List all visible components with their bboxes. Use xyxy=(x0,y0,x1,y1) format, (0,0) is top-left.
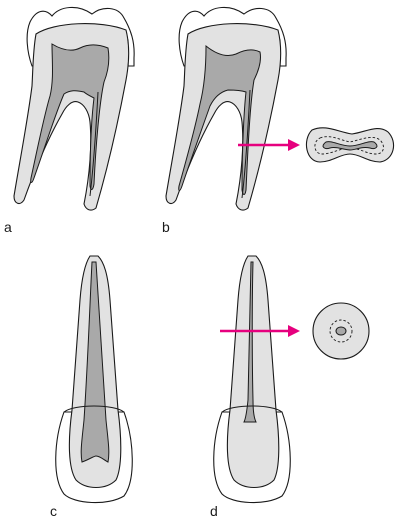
panel-a-molar: a xyxy=(4,6,135,235)
panel-c-incisor: c xyxy=(50,255,133,518)
panel-a-label: a xyxy=(4,219,12,235)
panel-b-label: b xyxy=(162,219,170,235)
incisor-d-crown-line xyxy=(221,405,283,413)
incisor-d-pulp xyxy=(243,261,257,423)
cross-section-b xyxy=(305,127,395,163)
cross-section-b-outline xyxy=(305,127,395,163)
section-arrow-d xyxy=(220,325,300,337)
panel-c-label: c xyxy=(50,503,57,518)
panel-b-molar: b xyxy=(162,6,395,235)
molar-b-pulp xyxy=(178,44,261,195)
molar-a-canal-line xyxy=(89,91,99,197)
cross-section-b-dashed xyxy=(314,136,384,155)
section-arrow-b xyxy=(238,139,300,151)
panel-d-label: d xyxy=(210,503,218,518)
cross-section-d-dashed xyxy=(329,319,353,343)
cross-section-d xyxy=(312,302,370,360)
incisor-d-dentin xyxy=(226,255,280,489)
incisor-c-pulp xyxy=(80,261,110,463)
cross-section-b-pulp xyxy=(322,141,378,151)
panel-d-incisor: d xyxy=(210,255,370,518)
cross-section-d-pulp xyxy=(335,326,347,336)
molar-a-pulp xyxy=(30,43,110,191)
molar-b-canal-line xyxy=(241,89,251,199)
incisor-c-crown-line xyxy=(63,405,125,413)
